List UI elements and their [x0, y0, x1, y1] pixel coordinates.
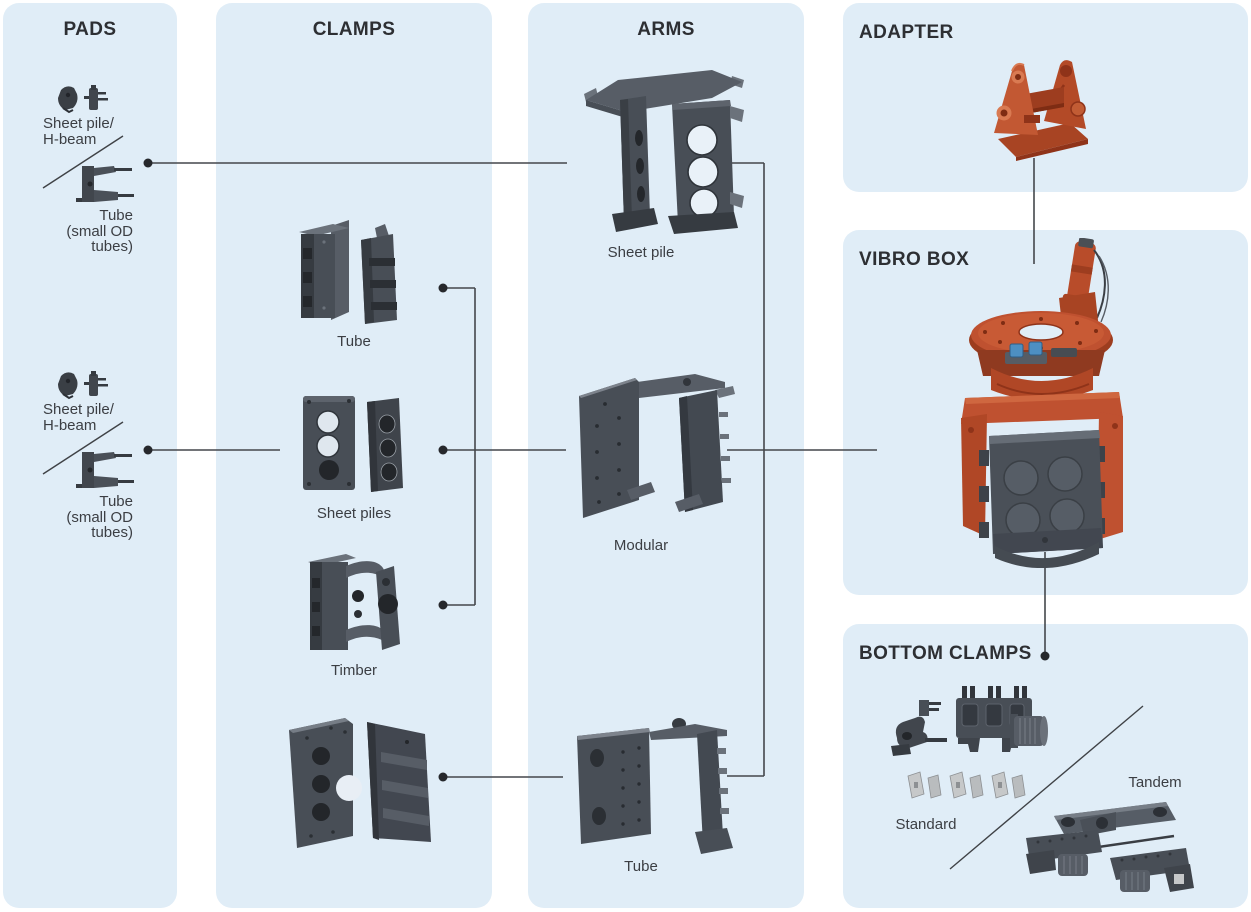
pads-tube-label-1-line2: (small OD tubes)	[66, 222, 133, 255]
pads-tube-label-2-line2: (small OD tubes)	[66, 508, 133, 541]
arms-label-tube: Tube	[624, 858, 658, 875]
pads-sheet-label-1: Sheet pile/ H-beam	[43, 116, 153, 147]
pads-sheet-label-2-line2: H-beam	[43, 416, 97, 434]
excavator-adapter-image	[990, 55, 1092, 161]
pads-tube-label-1: Tube (small OD tubes)	[21, 208, 133, 255]
tube-arm-image	[575, 704, 735, 854]
adapter-title: ADAPTER	[859, 22, 954, 43]
pads-tube-label-2: Tube (small OD tubes)	[21, 494, 133, 541]
sheet-pile-h-beam-pads-image-1	[53, 84, 108, 117]
pads-tube-label-2-line1: Tube	[99, 493, 133, 510]
pads-tube-label-1-line1: Tube	[99, 207, 133, 224]
clamps-label-sheet-piles: Sheet piles	[316, 505, 392, 522]
arms-title: ARMS	[637, 19, 695, 40]
pads-title: PADS	[63, 19, 117, 40]
timber-clamp-image	[306, 552, 404, 655]
sheet-piles-clamp-image	[301, 392, 404, 494]
standard-clamp-small-image	[889, 698, 957, 760]
tube-pad-image-2	[70, 448, 134, 492]
standard-clamp-main-image	[954, 686, 1049, 764]
large-clamp-image	[287, 716, 434, 854]
panel-arms: ARMS	[528, 3, 804, 908]
standard-inserts-image	[904, 770, 1026, 802]
bottom-clamps-title: BOTTOM CLAMPS	[859, 643, 1032, 664]
sheet-pile-h-beam-pads-image-2	[53, 370, 108, 403]
arms-label-modular: Modular	[613, 537, 669, 554]
pads-sheet-label-2: Sheet pile/ H-beam	[43, 402, 153, 433]
vibro-box-title: VIBRO BOX	[859, 249, 970, 270]
bottom-clamps-label-standard: Standard	[895, 816, 957, 833]
vibro-box-image	[953, 238, 1131, 568]
tube-pad-image-1	[70, 162, 134, 206]
pads-sheet-label-2-line1: Sheet pile/	[43, 401, 114, 418]
arms-label-sheet-pile: Sheet pile	[607, 244, 675, 261]
pads-sheet-label-1-line1: Sheet pile/	[43, 115, 114, 132]
pads-sheet-label-1-line2: H-beam	[43, 130, 97, 148]
clamps-title: CLAMPS	[312, 19, 396, 40]
tube-clamp-image	[297, 220, 405, 328]
clamps-label-timber: Timber	[330, 662, 378, 679]
sheet-pile-arm-image	[584, 66, 746, 236]
clamps-label-tube: Tube	[337, 333, 371, 350]
tandem-clamp-image	[1024, 796, 1196, 898]
modular-arm-image	[575, 368, 735, 526]
bottom-clamps-label-tandem: Tandem	[1128, 774, 1182, 791]
